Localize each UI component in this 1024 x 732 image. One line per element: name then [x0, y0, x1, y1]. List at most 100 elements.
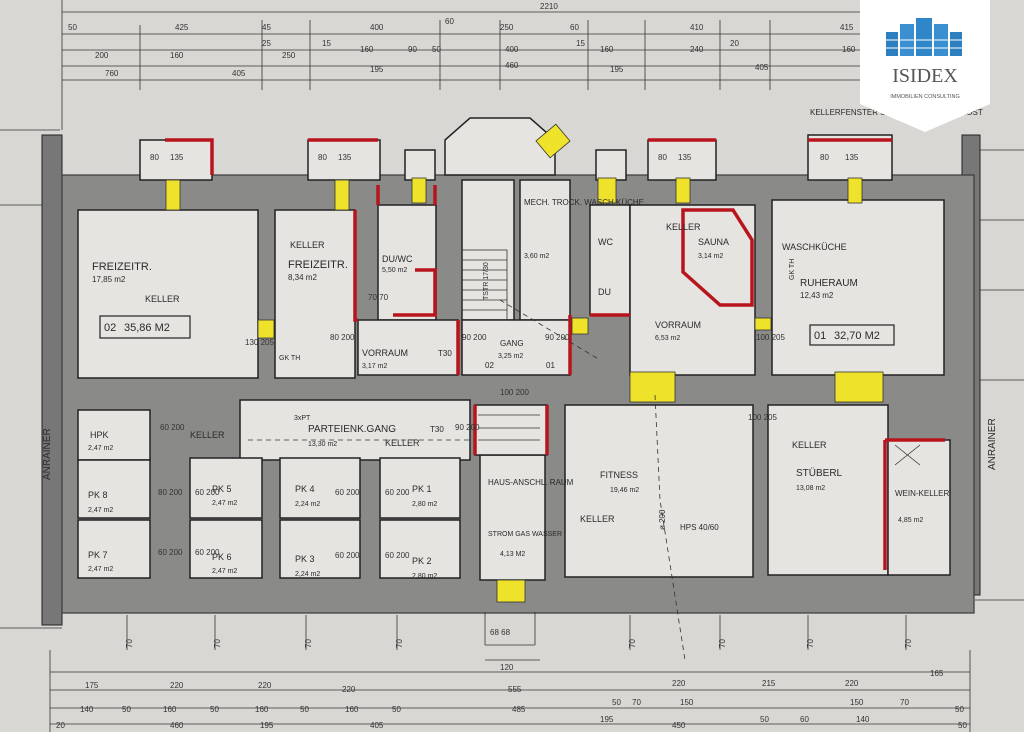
window-dim: 135	[678, 153, 692, 162]
dim-text: 20	[730, 39, 739, 48]
dim-text: 60	[800, 715, 809, 724]
dim-text: 220	[672, 679, 686, 688]
fireplace-label: 3xPT	[294, 415, 311, 422]
room-name: DU/WC	[382, 254, 413, 264]
dim-text: 405	[755, 63, 769, 72]
room-area: 2,47 m2	[212, 500, 237, 507]
door-openings	[165, 123, 884, 603]
dim-text: 15	[322, 39, 331, 48]
dim-text: 50	[612, 698, 621, 707]
dim-text: 20	[56, 721, 65, 730]
dim-text: 195	[370, 65, 384, 74]
dim-text: 160	[600, 45, 614, 54]
room-tag: KELLER	[290, 240, 325, 250]
room-area: 3,60 m2	[524, 253, 549, 260]
window-dim: 80	[318, 153, 327, 162]
room-area: 13,08 m2	[796, 485, 825, 492]
dim-text: 70	[213, 639, 222, 648]
unit-id: 01	[814, 330, 826, 342]
dim-text: 160	[255, 705, 269, 714]
room-area: 8,34 m2	[288, 273, 317, 282]
dim-text: 70	[718, 639, 727, 648]
dim-text: 140	[80, 705, 94, 714]
room-area: 3,25 m2	[498, 353, 523, 360]
dim-text: 250	[282, 51, 296, 60]
room-area: 4,13 M2	[500, 551, 525, 558]
room-name: RUHERAUM	[800, 278, 858, 289]
room-tag: KELLER	[666, 222, 701, 232]
room-name: HPK	[90, 430, 109, 440]
door-dim: 100 205	[756, 333, 785, 342]
top-dimensions: 2210 50 425 45 400 60 250 60 410 415 25 …	[68, 2, 856, 78]
room-name: PK 7	[88, 550, 108, 560]
window-wells	[139, 117, 893, 181]
dim-text: 45	[262, 23, 271, 32]
door-dim: 90 200	[455, 423, 480, 432]
bottom-dimensions: 175 220 220 220 555 220 215 220 165 140 …	[56, 628, 967, 730]
door-dim: 80 200	[158, 488, 183, 497]
room-name: PK 8	[88, 490, 108, 500]
dim-text: 50	[760, 715, 769, 724]
door-dim: 60 200	[195, 488, 220, 497]
t30-label: T30	[430, 425, 444, 434]
dim-text: 50	[392, 705, 401, 714]
door-id-01: 01	[546, 361, 555, 370]
total-width-dim: 2210	[540, 2, 558, 11]
dim-text: 70	[304, 639, 313, 648]
dim-text: 195	[600, 715, 614, 724]
dim-text: 50	[432, 45, 441, 54]
door-dim: 60 200	[158, 548, 183, 557]
door-dim: 60 200	[335, 488, 360, 497]
bottom-dimension-lines	[49, 612, 971, 732]
room-name: SAUNA	[698, 237, 729, 247]
room-area: 2,24 m2	[295, 501, 320, 508]
door-dim: 60 200	[195, 548, 220, 557]
room-area: 3,17 m2	[362, 363, 387, 370]
door-dim: 90 200	[462, 333, 487, 342]
dim-text: 555	[508, 685, 522, 694]
door-dim: 90 200	[545, 333, 570, 342]
anrainer-left-label: ANRAINER	[42, 428, 53, 480]
dim-text: 160	[345, 705, 359, 714]
dim-text: 50	[68, 23, 77, 32]
dim-text: 460	[505, 61, 519, 70]
dim-text: 50	[210, 705, 219, 714]
dim-text: 460	[170, 721, 184, 730]
staircase	[461, 249, 921, 466]
room-area: 2,80 m2	[412, 501, 437, 508]
dim-text: 450	[672, 721, 686, 730]
dim-text: 410	[690, 23, 704, 32]
dim-text: 140	[856, 715, 870, 724]
room-area: 2,47 m2	[88, 445, 113, 452]
dim-text: 220	[258, 681, 272, 690]
stair-label: TSTR 17/30	[483, 262, 490, 300]
unit-area: 35,86 M2	[124, 322, 170, 334]
room-name: PK 6	[212, 552, 232, 562]
t30-label: T30	[438, 349, 452, 358]
unit-id: 02	[104, 322, 116, 334]
window-dim: 80	[150, 153, 159, 162]
logo-brand: ISIDEX	[892, 65, 958, 87]
dim-text: 68 68	[490, 628, 511, 637]
room-name: PK 1	[412, 484, 432, 494]
room-name: FITNESS	[600, 470, 638, 480]
gk-th-label: GK TH	[279, 355, 300, 362]
gk-th-label: GK TH	[789, 259, 796, 280]
dim-text: 50	[122, 705, 131, 714]
dim-text: 175	[85, 681, 99, 690]
anrainer-right-label: ANRAINER	[987, 418, 998, 470]
dim-text: 70	[904, 639, 913, 648]
room-name: FREIZEITR.	[288, 259, 348, 271]
door-dim: 100 200	[500, 388, 529, 397]
top-dimension-lines	[0, 0, 1024, 381]
hps-label: HPS 40/60	[680, 523, 719, 532]
dim-text: 405	[232, 69, 246, 78]
dim-text: 160	[170, 51, 184, 60]
room-area: 17,85 m2	[92, 275, 126, 284]
dim-text: 70	[806, 639, 815, 648]
room-name: MECH. TROCK. WASCH KÜCHE	[524, 198, 644, 207]
window-dim: 135	[338, 153, 352, 162]
dim-text: 25	[262, 39, 271, 48]
room-area: 2,47 m2	[212, 568, 237, 575]
